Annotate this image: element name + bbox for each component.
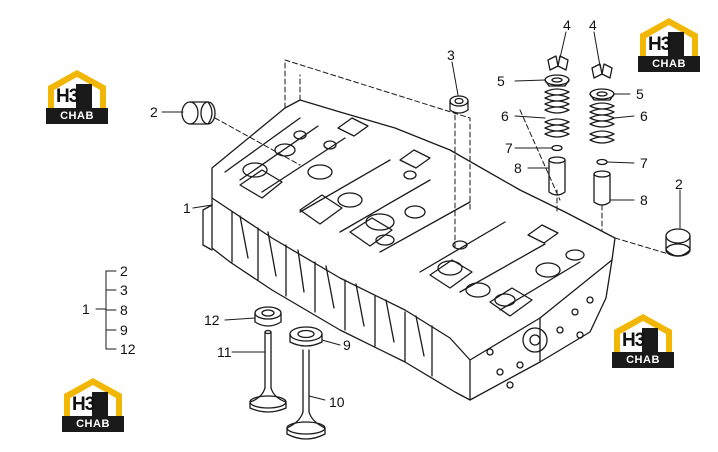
callout-7-left: 7 — [505, 140, 513, 156]
house-icon — [614, 314, 672, 352]
legend-parent: 1 — [82, 301, 90, 317]
house-icon — [64, 378, 122, 416]
legend-item: 3 — [120, 282, 128, 298]
brand-logo: H3 CHAB — [62, 376, 124, 434]
logo-mark: H3 — [622, 330, 645, 351]
plug-right — [665, 228, 691, 257]
valve-seal-small — [449, 95, 469, 114]
callout-10: 10 — [329, 394, 345, 410]
brand-logo: H3 CHAB — [46, 68, 108, 126]
callout-2-right: 2 — [675, 176, 683, 192]
callout-3: 3 — [447, 47, 455, 63]
house-icon — [640, 18, 698, 56]
legend-item: 8 — [120, 302, 128, 318]
logo-mark: H3 — [56, 86, 79, 107]
logo-subtext: CHAB — [612, 352, 674, 368]
valve-group-right — [589, 63, 615, 206]
brand-logo: H3 CHAB — [638, 16, 700, 74]
brand-logo: H3 CHAB — [612, 312, 674, 370]
house-icon — [48, 70, 106, 108]
callout-8-left: 8 — [514, 160, 522, 176]
logo-subtext: CHAB — [62, 416, 124, 432]
callout-12: 12 — [204, 312, 220, 328]
callout-8-right: 8 — [640, 192, 648, 208]
plug-left — [181, 101, 216, 125]
legend-item: 12 — [120, 341, 136, 357]
callout-5-right: 5 — [636, 86, 644, 102]
legend-bracket — [95, 270, 117, 350]
leader-lines — [161, 31, 681, 401]
legend-item: 2 — [120, 263, 128, 279]
assembly-guide-lines — [214, 59, 673, 256]
callout-6-left: 6 — [501, 108, 509, 124]
callout-5-left: 5 — [497, 73, 505, 89]
callout-4-left: 4 — [563, 17, 571, 33]
cylinder-head-block — [202, 99, 616, 401]
callout-2-left: 2 — [150, 104, 158, 120]
logo-subtext: CHAB — [638, 56, 700, 72]
callout-11: 11 — [217, 344, 232, 360]
callout-4-right: 4 — [589, 17, 597, 33]
valve-spring-seat — [289, 326, 323, 347]
callout-labels: 2 1 3 4 4 5 5 6 6 7 7 8 8 2 12 11 9 10 1… — [82, 17, 683, 410]
callout-7-right: 7 — [640, 155, 648, 171]
legend-item: 9 — [120, 322, 128, 338]
callout-9: 9 — [343, 337, 351, 353]
logo-mark: H3 — [72, 394, 95, 415]
valve-stem-seal — [254, 306, 282, 327]
callout-1: 1 — [183, 200, 191, 216]
intake-valve — [249, 329, 287, 413]
logo-subtext: CHAB — [46, 108, 108, 124]
logo-mark: H3 — [648, 34, 671, 55]
exhaust-valve — [286, 349, 326, 440]
valve-group-left — [544, 55, 570, 196]
callout-6-right: 6 — [640, 108, 648, 124]
